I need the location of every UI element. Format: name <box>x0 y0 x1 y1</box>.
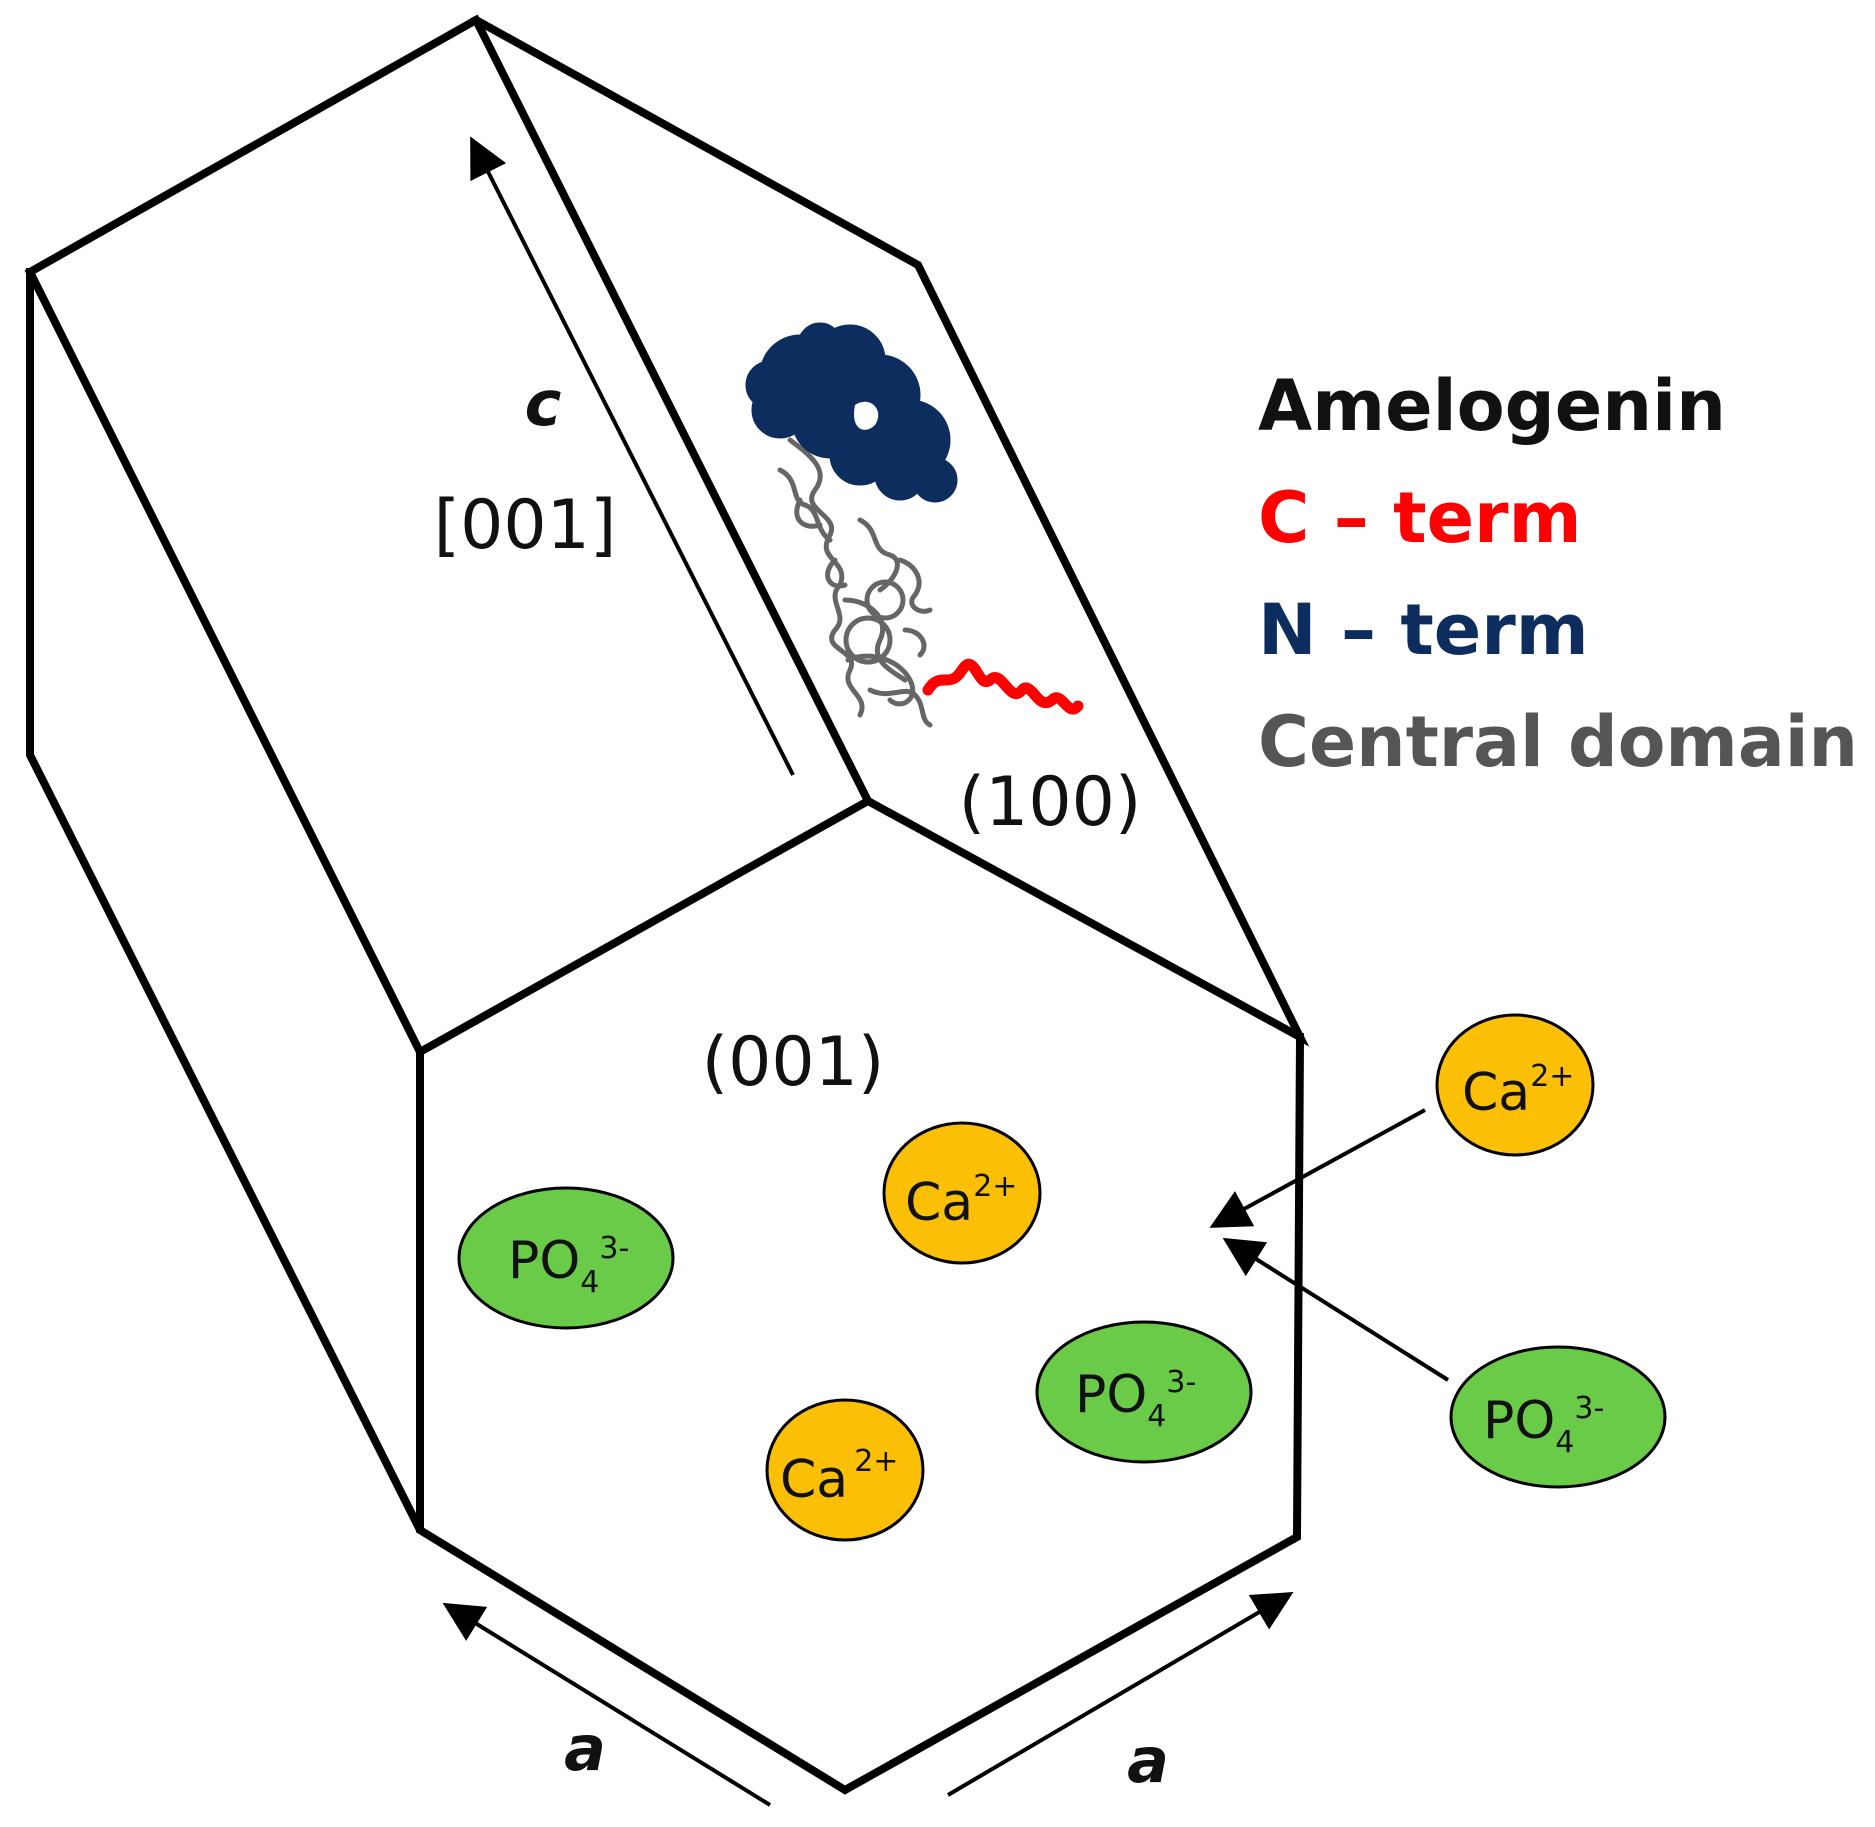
a-axis-arrow-left <box>442 1602 772 1807</box>
top-face-outline <box>24 15 1310 1058</box>
calcium-approach-arrow <box>1209 1108 1426 1228</box>
calcium-ion-solution: Ca2+ <box>1435 1013 1595 1157</box>
svg-text:PO43-: PO43- <box>508 1231 629 1300</box>
c-axis-index: [001] <box>434 486 617 565</box>
a-axis-label-left: a <box>564 1712 606 1785</box>
c-terminus-tail <box>922 658 1084 715</box>
phosphate-ion-solution: PO43- <box>1449 1345 1667 1489</box>
n-terminus-domain <box>745 322 958 503</box>
phosphate-approach-arrow <box>1222 1237 1450 1382</box>
central-domain-coil <box>777 437 933 728</box>
a-axis-label-right: a <box>1127 1724 1169 1797</box>
svg-text:Ca2+: Ca2+ <box>1462 1059 1574 1123</box>
basal-face-outline <box>416 1032 1305 1795</box>
phosphate-ion-1: PO43- <box>457 1186 675 1330</box>
svg-text:PO43-: PO43- <box>1075 1365 1196 1434</box>
amelogenin-legend: Amelogenin C – term N – term Central dom… <box>1258 365 1858 783</box>
calcium-ion-1: Ca2+ <box>882 1121 1042 1265</box>
legend-n-term: N – term <box>1258 589 1589 671</box>
crystal-outline <box>24 14 1310 1795</box>
c-axis-arrow <box>470 136 795 776</box>
amelogenin-molecule <box>745 322 1084 728</box>
face-001-label: (001) <box>702 1023 885 1102</box>
face-100-label: (100) <box>959 763 1142 842</box>
svg-text:Ca2+: Ca2+ <box>780 1444 898 1510</box>
c-axis-label: c <box>525 367 562 440</box>
legend-title: Amelogenin <box>1258 365 1726 447</box>
phosphate-ion-2: PO43- <box>1035 1320 1253 1464</box>
a-axis-arrow-right <box>946 1591 1294 1797</box>
axis-arrows <box>442 136 1450 1807</box>
svg-text:Ca2+: Ca2+ <box>905 1169 1017 1233</box>
legend-c-term: C – term <box>1258 477 1582 559</box>
legend-central-domain: Central domain <box>1258 701 1858 783</box>
top-ridge-edge <box>470 14 874 807</box>
svg-text:PO43-: PO43- <box>1483 1391 1604 1460</box>
left-side-edge <box>26 268 424 1532</box>
